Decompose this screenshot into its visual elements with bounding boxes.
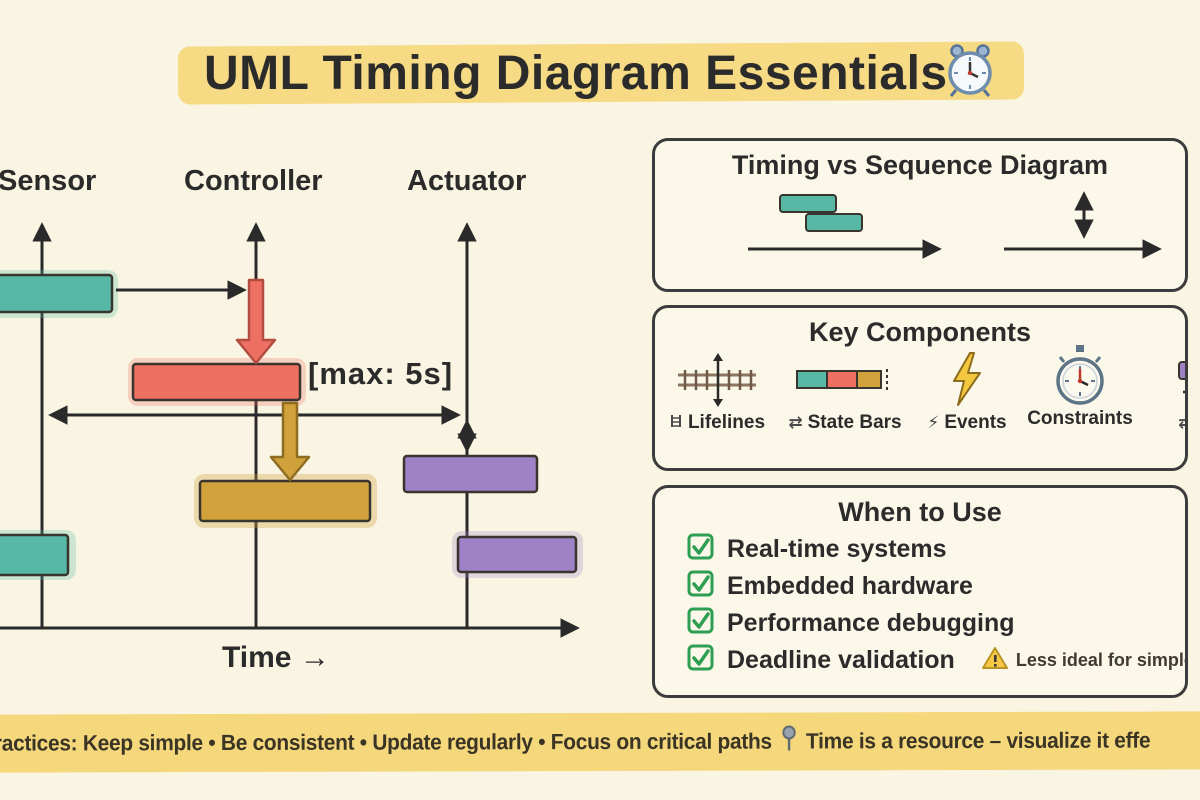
- warning-text: Less ideal for simple we: [1015, 649, 1185, 670]
- panel-timing-vs-sequence: Timing vs Sequence Diagram: [652, 138, 1188, 292]
- list-item: Performance debugging: [687, 607, 1185, 639]
- footer-banner: ractices: Keep simple • Be consistent • …: [0, 711, 1200, 773]
- lifelines-mini-icon: [669, 413, 683, 433]
- warning-note: Less ideal for simple we: [981, 646, 1185, 675]
- panel-key-components: Key Components: [652, 305, 1188, 471]
- stopwatch-icon: [1051, 344, 1109, 408]
- lifeline-label-controller: Controller: [184, 165, 323, 197]
- cycle-icon: ⇄: [788, 413, 803, 432]
- lightning-mini-icon: ⚡: [927, 413, 940, 432]
- list-item-label: Real-time systems: [727, 534, 947, 563]
- checkbox-checked-icon: [687, 533, 714, 565]
- list-item: Deadline validation Less ideal for simpl…: [687, 644, 1185, 676]
- lifelines-track-icon: [674, 348, 760, 412]
- key-component-label: Events: [944, 412, 1007, 433]
- key-component-state-bars: ⇄ State Bars: [781, 348, 909, 434]
- key-component-label: Constraints: [1027, 408, 1133, 429]
- page-title: UML Timing Diagram Essentials: [204, 47, 948, 100]
- list-item-label: Performance debugging: [727, 608, 1015, 637]
- panel-when-to-use: When to Use Real-time systems: [652, 485, 1188, 698]
- list-item: Embedded hardware: [687, 570, 1185, 602]
- condition-bar-icon: [1177, 348, 1185, 412]
- lightning-bolt-icon: [947, 348, 987, 412]
- key-component-constraints: Constraints: [1021, 344, 1139, 430]
- state-bars-icon: [795, 348, 895, 412]
- panel-when-to-use-title: When to Use: [838, 497, 1002, 527]
- constraint-annotation: [max: 5s]: [308, 356, 454, 391]
- list-item-label: Embedded hardware: [727, 571, 973, 600]
- time-axis-label: Time →: [222, 641, 330, 674]
- footer-text-left: ractices: Keep simple • Be consistent • …: [0, 728, 772, 756]
- panel-key-components-title: Key Components: [808, 317, 1032, 347]
- key-component-lifelines: Lifelines: [661, 348, 773, 434]
- key-component-conditions: ⇄ Cond: [1147, 348, 1185, 434]
- panel-timing-vs-sequence-title: Timing vs Sequence Diagram: [731, 150, 1109, 180]
- timing-vs-sequence-mini-diagram: [748, 191, 1162, 259]
- cycle-icon: ⇄: [1178, 413, 1185, 433]
- footer-text-right: Time is a resource – visualize it effe: [805, 727, 1151, 754]
- pushpin-icon: [781, 724, 796, 758]
- warning-triangle-icon: [981, 646, 1008, 675]
- when-to-use-list: Real-time systems Embedded hardware: [687, 533, 1185, 676]
- list-item-label: Deadline validation: [727, 645, 955, 674]
- checkbox-checked-icon: [687, 607, 714, 639]
- key-component-events: ⚡ Events: [919, 348, 1015, 434]
- key-component-label: Lifelines: [687, 412, 766, 433]
- alarm-clock-icon: [944, 40, 996, 103]
- timing-diagram-figure: [0, 222, 583, 638]
- list-item: Real-time systems: [687, 533, 1185, 565]
- checkbox-checked-icon: [687, 570, 714, 602]
- checkbox-checked-icon: [687, 644, 714, 676]
- key-component-label: State Bars: [807, 412, 902, 433]
- lifeline-label-sensor: Sensor: [0, 165, 97, 197]
- lifeline-label-actuator: Actuator: [407, 165, 527, 197]
